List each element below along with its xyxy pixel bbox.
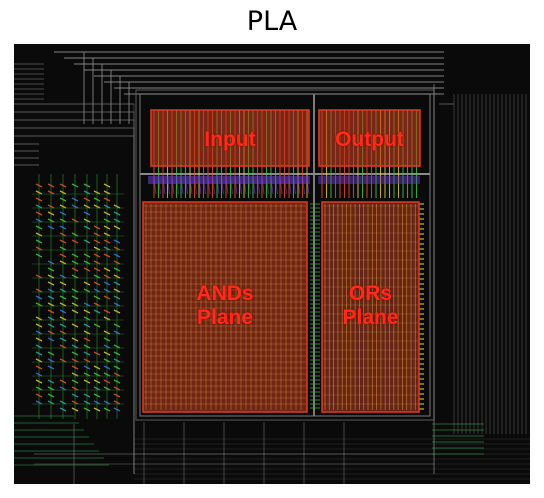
diagram-title: PLA xyxy=(246,5,298,37)
ands-plane-region xyxy=(142,201,308,413)
ors-plane-label: ORs Plane xyxy=(342,282,399,329)
ands-plane-label: ANDs Plane xyxy=(196,282,254,329)
output-label: Output xyxy=(335,128,404,151)
input-label: Input xyxy=(204,128,256,151)
output-region xyxy=(318,109,421,167)
input-region xyxy=(150,109,310,167)
pla-layout-die: Input Output ANDs Plane ORs Plane xyxy=(14,44,530,484)
layout-artwork xyxy=(14,51,530,484)
